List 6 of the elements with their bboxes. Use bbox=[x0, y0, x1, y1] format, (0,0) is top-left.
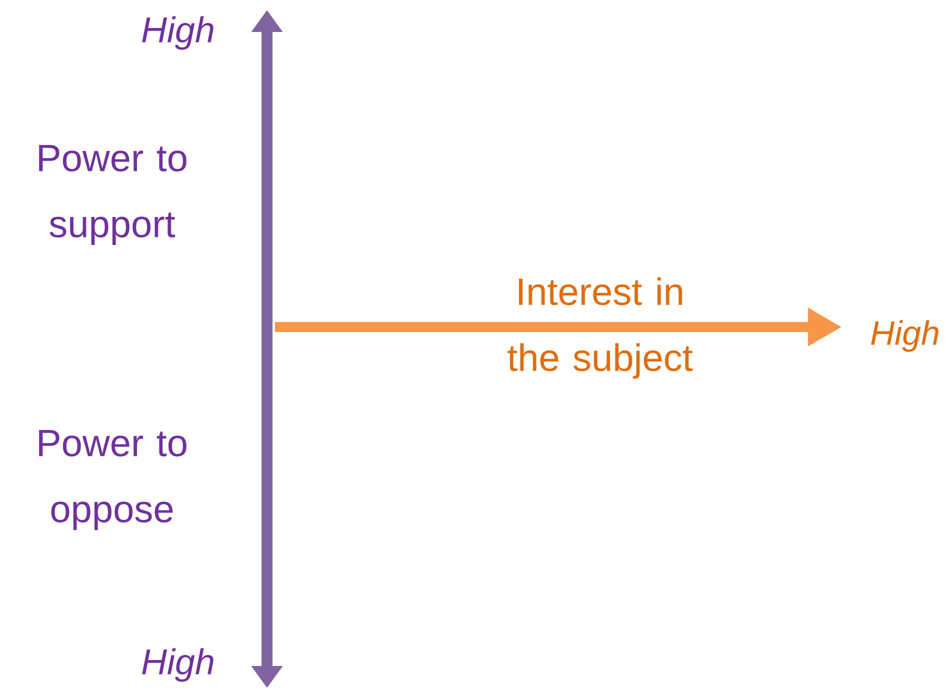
axis-label: Power to support bbox=[39, 144, 186, 246]
axis-end-label: High bbox=[871, 320, 938, 352]
axis-label: Interest in the subject bbox=[508, 277, 693, 379]
axis-label: Power to oppose bbox=[39, 430, 186, 530]
axis-end-label: High bbox=[142, 16, 214, 50]
axis-end-label: High bbox=[142, 648, 214, 682]
